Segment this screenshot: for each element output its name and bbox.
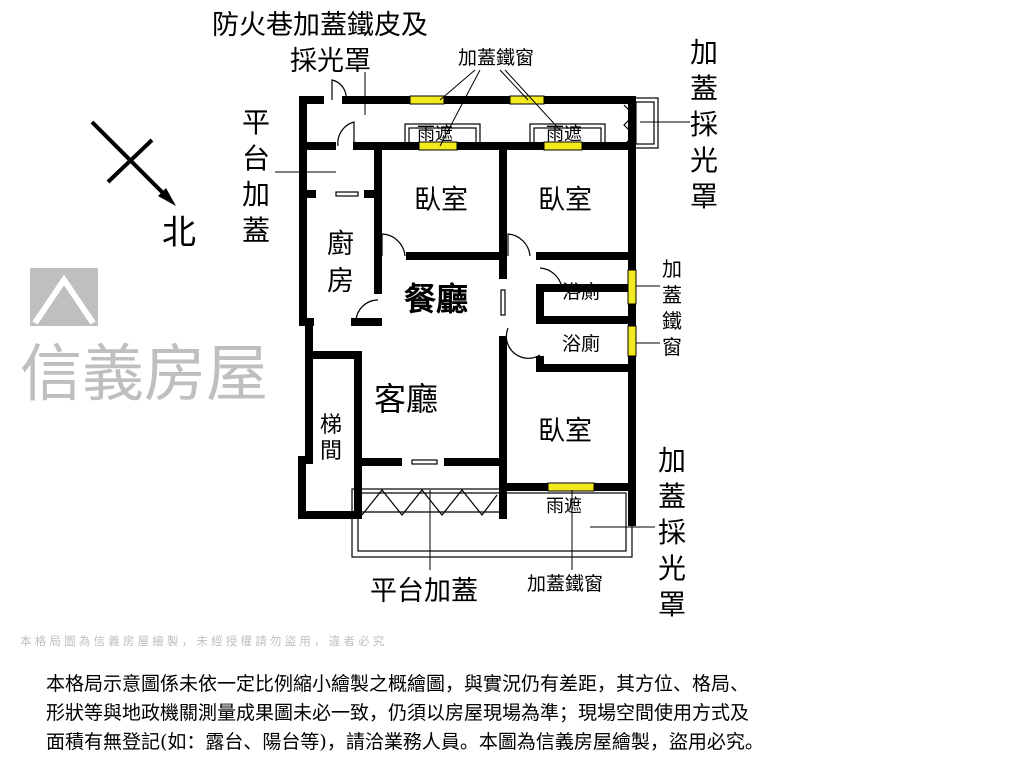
annotation-char: 加 bbox=[658, 444, 686, 477]
room-label-bedroom: 臥室 bbox=[414, 185, 468, 216]
annotation-char: 蓋 bbox=[658, 480, 686, 513]
doors bbox=[331, 79, 563, 465]
floor-plan: 信義房屋 本格局圖為信義房屋繪製，未經授權請勿盜用，違者必究 北 bbox=[20, 10, 718, 648]
annotation-char: 採 bbox=[690, 108, 718, 141]
annotation-skylight-top: 加 蓋 採 光 罩 bbox=[690, 36, 718, 213]
leader-lines bbox=[275, 69, 690, 570]
window bbox=[627, 325, 637, 357]
north-label: 北 bbox=[162, 213, 196, 253]
disclaimer: 本格局示意圖係未依一定比例縮小繪製之概繪圖，與實況仍有差距，其方位、格局、 形狀… bbox=[46, 670, 1006, 757]
annotation-char: 蓋 bbox=[242, 214, 270, 247]
annotation-char: 加 bbox=[242, 178, 270, 211]
room-label-stair: 梯 bbox=[320, 413, 342, 438]
room-label-bath: 浴廁 bbox=[562, 332, 600, 355]
disclaimer-line: 面積有無登記(如：露台、陽台等)，請洽業務人員。本圖為信義房屋繪製，盜用必究。 bbox=[46, 731, 764, 753]
windows bbox=[409, 95, 637, 492]
annotation-char: 鐵 bbox=[662, 309, 682, 333]
room-label-living: 客廳 bbox=[374, 380, 438, 418]
annotation-platform-left: 平 台 加 蓋 bbox=[242, 106, 270, 247]
annotation-char: 罩 bbox=[690, 180, 718, 213]
room-label-bedroom: 臥室 bbox=[538, 416, 592, 447]
annotation-char: 採 bbox=[658, 516, 686, 549]
annotation-char: 台 bbox=[242, 142, 270, 175]
annotation-char: 蓋 bbox=[662, 283, 682, 307]
annotation-char: 窗 bbox=[662, 335, 682, 359]
room-label-kitchen: 房 bbox=[327, 266, 354, 297]
window bbox=[409, 95, 445, 105]
room-label-dining: 餐廳 bbox=[404, 280, 468, 318]
annotation-awning: 雨遮 bbox=[546, 496, 582, 517]
annotation-char: 加 bbox=[690, 36, 718, 69]
north-arrow: 北 bbox=[90, 120, 196, 253]
walls bbox=[298, 96, 636, 526]
annotation-char: 蓋 bbox=[690, 72, 718, 105]
annotation-fire-lane: 防火巷加蓋鐵皮及 bbox=[212, 10, 428, 41]
window bbox=[547, 482, 595, 492]
disclaimer-line: 本格局示意圖係未依一定比例縮小繪製之概繪圖，與實況仍有差距，其方位、格局、 bbox=[46, 673, 750, 695]
room-label-bedroom: 臥室 bbox=[538, 185, 592, 216]
watermark-brand: 信義房屋 bbox=[20, 337, 268, 410]
window bbox=[627, 269, 637, 305]
room-label-stair: 間 bbox=[320, 439, 342, 464]
annotation-bottom-window: 加蓋鐵窗 bbox=[527, 573, 603, 595]
window bbox=[418, 141, 458, 151]
annotation-char: 加 bbox=[662, 257, 682, 281]
window bbox=[509, 95, 545, 105]
annotation-skylight-bottom: 加 蓋 採 光 罩 bbox=[658, 444, 686, 621]
annotation-char: 罩 bbox=[658, 588, 686, 621]
disclaimer-line: 形狀等與地政機關測量成果圖未必一致，仍須以房屋現場為準；現場空間使用方式及 bbox=[46, 702, 750, 724]
annotation-char: 平 bbox=[242, 106, 270, 139]
annotation-fire-lane: 採光罩 bbox=[290, 46, 371, 77]
annotation-top-windows: 加蓋鐵窗 bbox=[458, 47, 534, 69]
annotation-awning: 雨遮 bbox=[546, 124, 582, 145]
annotation-char: 光 bbox=[658, 552, 686, 585]
watermark-notice: 本格局圖為信義房屋繪製，未經授權請勿盜用，違者必究 bbox=[20, 634, 388, 648]
room-label-bath: 浴廁 bbox=[562, 280, 600, 303]
annotation-platform-bottom: 平台加蓋 bbox=[370, 576, 478, 607]
watermark: 信義房屋 本格局圖為信義房屋繪製，未經授權請勿盜用，違者必究 bbox=[20, 268, 388, 648]
annotation-char: 光 bbox=[690, 144, 718, 177]
annotation-iron-window: 加 蓋 鐵 窗 bbox=[662, 257, 682, 359]
window bbox=[543, 141, 583, 151]
annotation-awning: 雨遮 bbox=[417, 124, 453, 145]
room-label-kitchen: 廚 bbox=[327, 229, 354, 260]
